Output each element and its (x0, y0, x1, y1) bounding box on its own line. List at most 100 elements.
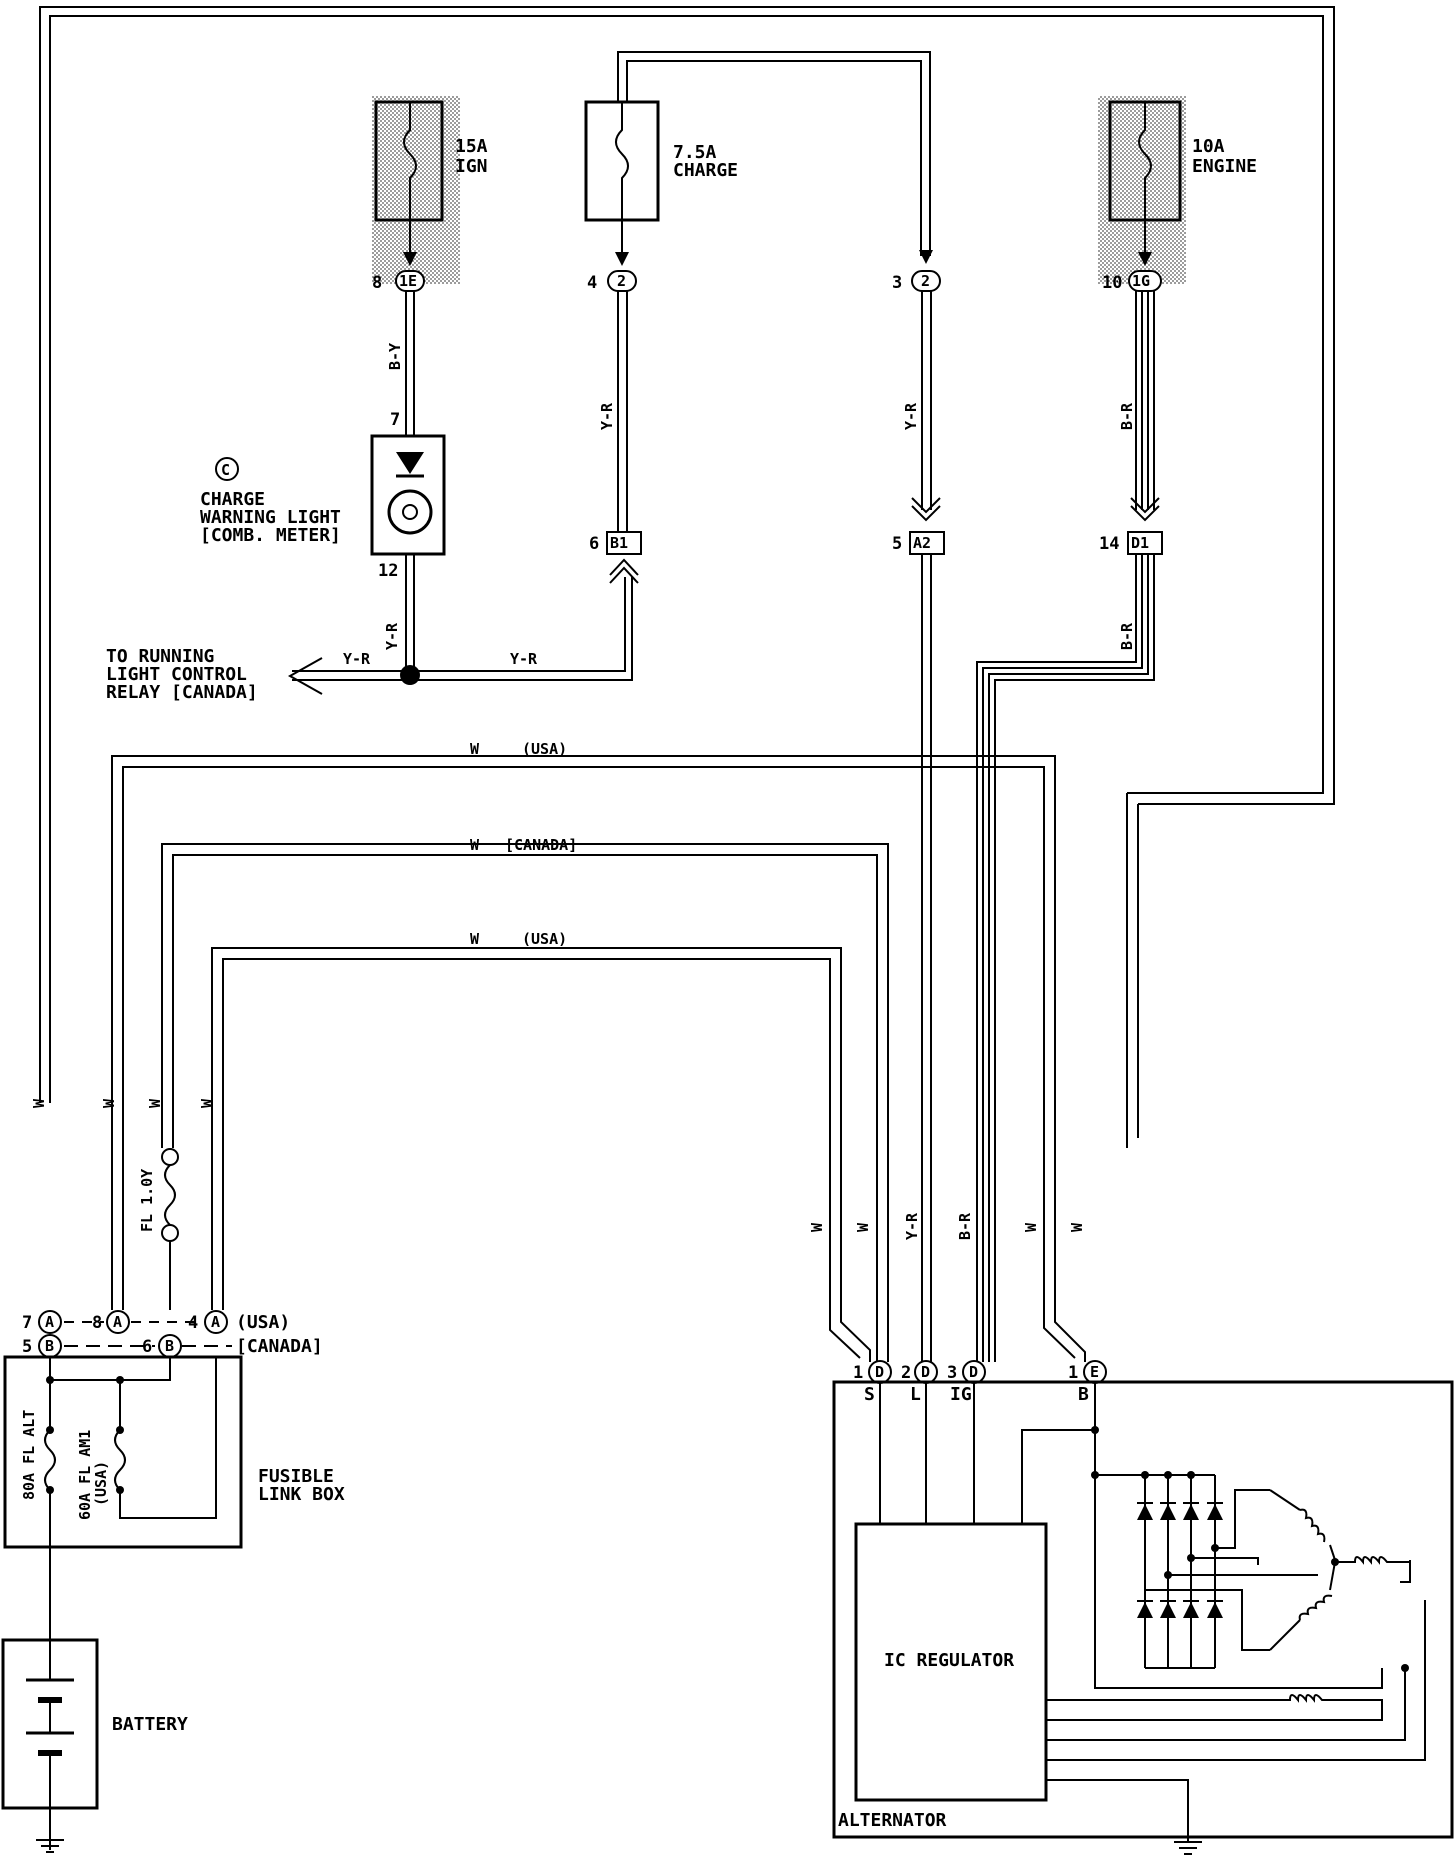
warning-light-line3: [COMB. METER] (200, 525, 341, 546)
svg-text:B: B (45, 1337, 54, 1355)
a2-connector: A2 5 (892, 531, 945, 555)
y-r-wire-alternator-l: Y-R (903, 554, 932, 1362)
engine-fuse-rating: 10A (1192, 136, 1225, 157)
alternator-label: ALTERNATOR (838, 1810, 947, 1831)
fusible-link-box: 80A FL ALT 60A FL AM1 (USA) FUSIBLE LINK… (3, 1355, 345, 1640)
y-r-wire-a2: Y-R (902, 291, 941, 522)
alternator-terminals: D 1 D 2 D 3 E 1 (853, 1360, 1107, 1384)
term-b-code: E (1090, 1363, 1099, 1381)
b-r-label-3: B-R (956, 1212, 974, 1240)
w-label-v4: W (198, 1098, 216, 1108)
svg-text:A: A (211, 1313, 220, 1331)
row-b-pin-left: 5 (22, 1337, 32, 1357)
term-ig-name: IG (950, 1384, 972, 1405)
y-r-wire-b1: Y-R (598, 291, 628, 532)
w-note-usa-mid: (USA) (522, 930, 567, 948)
a2-code: A2 (913, 534, 931, 552)
fl-am1-label: 60A FL AM1 (76, 1430, 94, 1520)
ground-icon-battery (36, 1839, 64, 1853)
engine-connector-code: 1G (1132, 272, 1150, 290)
d1-code: D1 (1131, 534, 1149, 552)
b1-connector: B1 6 (589, 531, 642, 584)
term-ig-code: D (969, 1363, 978, 1381)
ign-fuse-rating: 15A (455, 136, 488, 157)
row-a-pin-left: 7 (22, 1313, 32, 1333)
charge-connector-pin: 4 (587, 273, 597, 293)
y-r-splice-wires: Y-R Y-R Y-R (287, 554, 633, 695)
warning-light-line2: WARNING LIGHT (200, 507, 341, 528)
running-light-line2: LIGHT CONTROL (106, 664, 247, 685)
term-l-name: L (910, 1384, 921, 1405)
y-r-label-4: Y-R (598, 402, 616, 430)
running-light-line3: RELAY [CANADA] (106, 682, 258, 703)
running-light-label: TO RUNNING LIGHT CONTROL RELAY [CANADA] (106, 646, 258, 703)
w-label-v1: W (30, 1098, 48, 1108)
y-r-label-2: Y-R (343, 650, 371, 668)
flb-connector-row-b: B B 5 6 [CANADA] (22, 1334, 323, 1358)
engine-connector-pin: 10 (1102, 273, 1122, 293)
w-wire-labels-vertical: W W W W W W W W (30, 1098, 1086, 1232)
ign-fuse: 15A IGN (372, 96, 488, 284)
outer-w-wire (39, 6, 1335, 1148)
w-label-mid: W (470, 930, 480, 948)
charge2-connector-pin: 3 (892, 273, 902, 293)
charge-fuse-name: CHARGE (673, 160, 738, 181)
y-r-label-1: Y-R (383, 622, 401, 650)
w-wire-usa-mid: W (USA) (211, 930, 871, 1362)
w-note-canada: [CANADA] (505, 836, 577, 854)
w-label-v6: W (854, 1222, 872, 1232)
charge-connector-3: 2 3 (892, 270, 941, 293)
row-a-pin-mid: 8 (92, 1313, 102, 1333)
warning-light-pin-top: 7 (390, 410, 400, 430)
w-label-v2: W (100, 1098, 118, 1108)
fl-small-link: FL 1.0Y (138, 1148, 179, 1310)
term-b-pin: 1 (1068, 1363, 1078, 1383)
battery: BATTERY (1, 1638, 188, 1850)
b-r-label-1: B-R (1118, 402, 1136, 430)
fl-am1-note: (USA) (92, 1461, 110, 1506)
charge-fuse-rating: 7.5A (673, 142, 717, 163)
b-r-label-2: B-R (1118, 622, 1136, 650)
b-y-wire: B-Y (386, 291, 415, 436)
engine-fuse-name: ENGINE (1192, 156, 1257, 177)
ign-connector-code: 1E (399, 272, 417, 290)
engine-fuse: 10A ENGINE (1098, 96, 1257, 284)
warning-light-line1: CHARGE (200, 489, 265, 510)
term-b-name: B (1078, 1384, 1089, 1405)
svg-text:B: B (165, 1337, 174, 1355)
fl-small-label: FL 1.0Y (138, 1169, 156, 1232)
term-l-pin: 2 (901, 1363, 911, 1383)
warning-light-pin-bottom: 12 (378, 561, 398, 581)
w-wire-canada: W [CANADA] (161, 836, 889, 1362)
b-r-wire-d1: B-R (1118, 291, 1160, 522)
flb-connector-row-a: A A A 7 8 4 (USA) (22, 1310, 290, 1334)
row-b-note: [CANADA] (236, 1336, 323, 1357)
ign-connector-pin: 8 (372, 273, 382, 293)
charge2-connector-code: 2 (921, 272, 930, 290)
b1-code: B1 (610, 534, 628, 552)
ign-connector: 1E 8 (372, 270, 425, 293)
y-r-label-6: Y-R (903, 1212, 921, 1240)
running-light-line1: TO RUNNING (106, 646, 214, 667)
svg-text:A: A (45, 1313, 54, 1331)
flb-label-1: FUSIBLE (258, 1466, 334, 1487)
d1-pin: 14 (1099, 534, 1119, 554)
w-label-canada: W (470, 836, 480, 854)
ign-fuse-name: IGN (455, 156, 488, 177)
svg-text:A: A (113, 1313, 122, 1331)
d1-connector: D1 14 (1099, 531, 1163, 555)
warning-light-marker: C (221, 461, 230, 479)
w-label-v7: W (1022, 1222, 1040, 1232)
battery-label: BATTERY (112, 1714, 188, 1735)
b1-pin: 6 (589, 534, 599, 554)
charge-connector-code: 2 (617, 272, 626, 290)
ground-icon-alternator (1174, 1837, 1202, 1855)
term-l-code: D (921, 1363, 930, 1381)
charge-connector-4: 2 4 (587, 270, 637, 293)
engine-connector: 1G 10 (1102, 270, 1162, 293)
a2-pin: 5 (892, 534, 902, 554)
row-b-pin-mid: 6 (142, 1337, 152, 1357)
term-s-name: S (864, 1384, 875, 1405)
w-note-usa-top: (USA) (522, 740, 567, 758)
term-ig-pin: 3 (947, 1363, 957, 1383)
